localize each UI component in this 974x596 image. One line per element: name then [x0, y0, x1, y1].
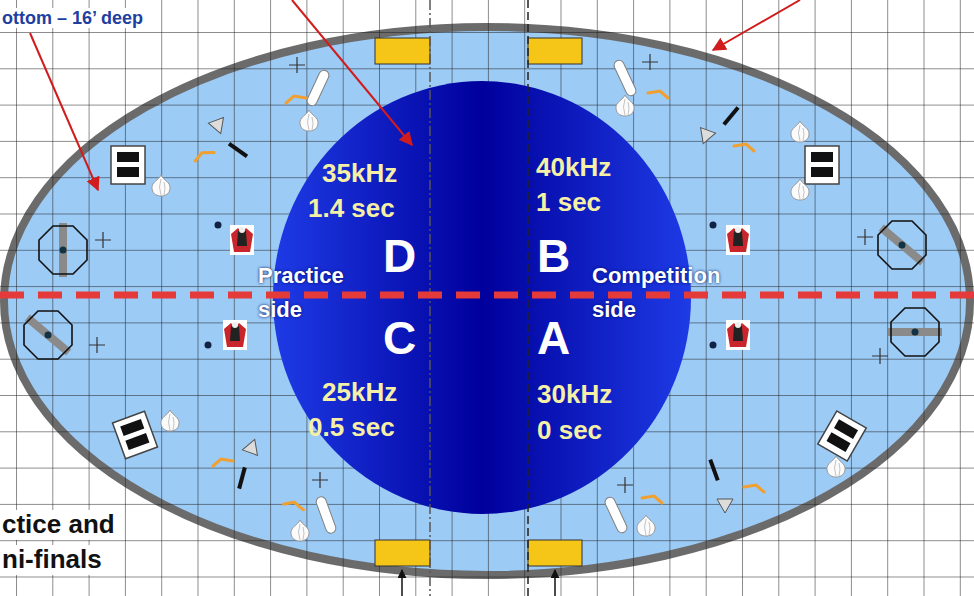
quadrant-letter: D	[383, 230, 416, 283]
interval-label: 1 sec	[536, 188, 601, 218]
quadrant-letter: B	[537, 230, 570, 283]
side-label: Practice side	[258, 259, 358, 327]
frequency-label: 30kHz	[537, 380, 612, 410]
frequency-label: 35kHz	[322, 159, 397, 189]
deep-zone-circle: 35kHz1.4 secD40kHz1 secBPractice sideCom…	[272, 80, 692, 515]
frequency-label: 40kHz	[536, 153, 611, 183]
frequency-label: 25kHz	[322, 378, 397, 408]
mode-note: ctice and	[0, 510, 117, 540]
mode-note: ni-finals	[0, 545, 104, 575]
depth-note: ottom – 16’ deep	[0, 8, 145, 29]
interval-label: 0.5 sec	[308, 413, 395, 443]
interval-label: 0 sec	[537, 416, 602, 446]
interval-label: 1.4 sec	[308, 194, 395, 224]
quadrant-letter: C	[383, 312, 416, 365]
side-label: Competition side	[592, 259, 732, 327]
quadrant-letter: A	[537, 312, 570, 365]
